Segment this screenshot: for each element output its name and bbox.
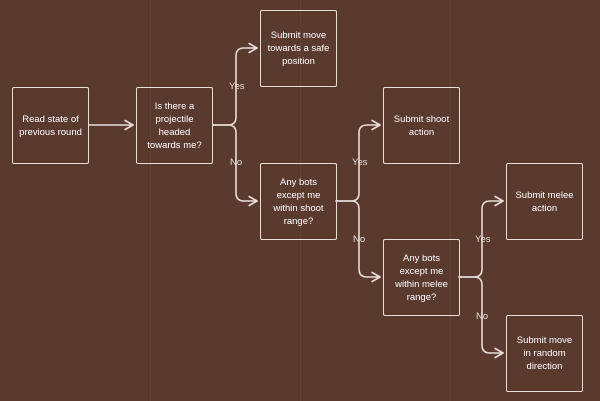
background-gridline	[150, 0, 151, 401]
edge-label-melee-yes: Yes	[475, 234, 491, 245]
node-melee-range-question-text: Any bots except me within melee range?	[395, 252, 448, 303]
edge-melee-yes	[458, 195, 504, 278]
node-shoot-range-question[interactable]: Any bots except me within shoot range?	[260, 163, 337, 240]
node-read-state-text: Read state of previous round	[19, 113, 82, 138]
edge-label-shoot-yes: Yes	[352, 157, 368, 168]
node-projectile-question[interactable]: Is there a projectile headed towards me?	[136, 87, 213, 164]
node-submit-random-move-text: Submit move in random direction	[516, 335, 573, 372]
node-melee-range-question[interactable]: Any bots except me within melee range?	[383, 239, 460, 316]
node-submit-melee-text: Submit melee action	[515, 189, 574, 214]
node-submit-random-move[interactable]: Submit move in random direction	[506, 315, 583, 392]
node-submit-shoot-text: Submit shoot action	[393, 113, 450, 138]
edge-label-projectile-yes: Yes	[229, 81, 245, 92]
edge-label-projectile-no: No	[230, 157, 243, 168]
node-submit-safe-move-text: Submit move towards a safe position	[267, 30, 330, 67]
background-gridline	[300, 0, 301, 401]
node-shoot-range-question-text: Any bots except me within shoot range?	[273, 176, 324, 227]
node-read-state[interactable]: Read state of previous round	[12, 87, 89, 164]
background-gridline	[450, 0, 451, 401]
edge-label-shoot-no: No	[353, 234, 366, 245]
edge-projectile-yes	[212, 42, 258, 126]
edge-projectile-no	[212, 124, 258, 207]
node-submit-melee[interactable]: Submit melee action	[506, 163, 583, 240]
edge-label-melee-no: No	[476, 311, 489, 322]
edge-melee-no	[458, 276, 504, 359]
node-projectile-question-text: Is there a projectile headed towards me?	[147, 100, 202, 151]
node-submit-shoot[interactable]: Submit shoot action	[383, 87, 460, 164]
edge-shoot-yes	[335, 119, 381, 202]
edge-shoot-no	[335, 200, 381, 283]
node-submit-safe-move[interactable]: Submit move towards a safe position	[260, 10, 337, 87]
